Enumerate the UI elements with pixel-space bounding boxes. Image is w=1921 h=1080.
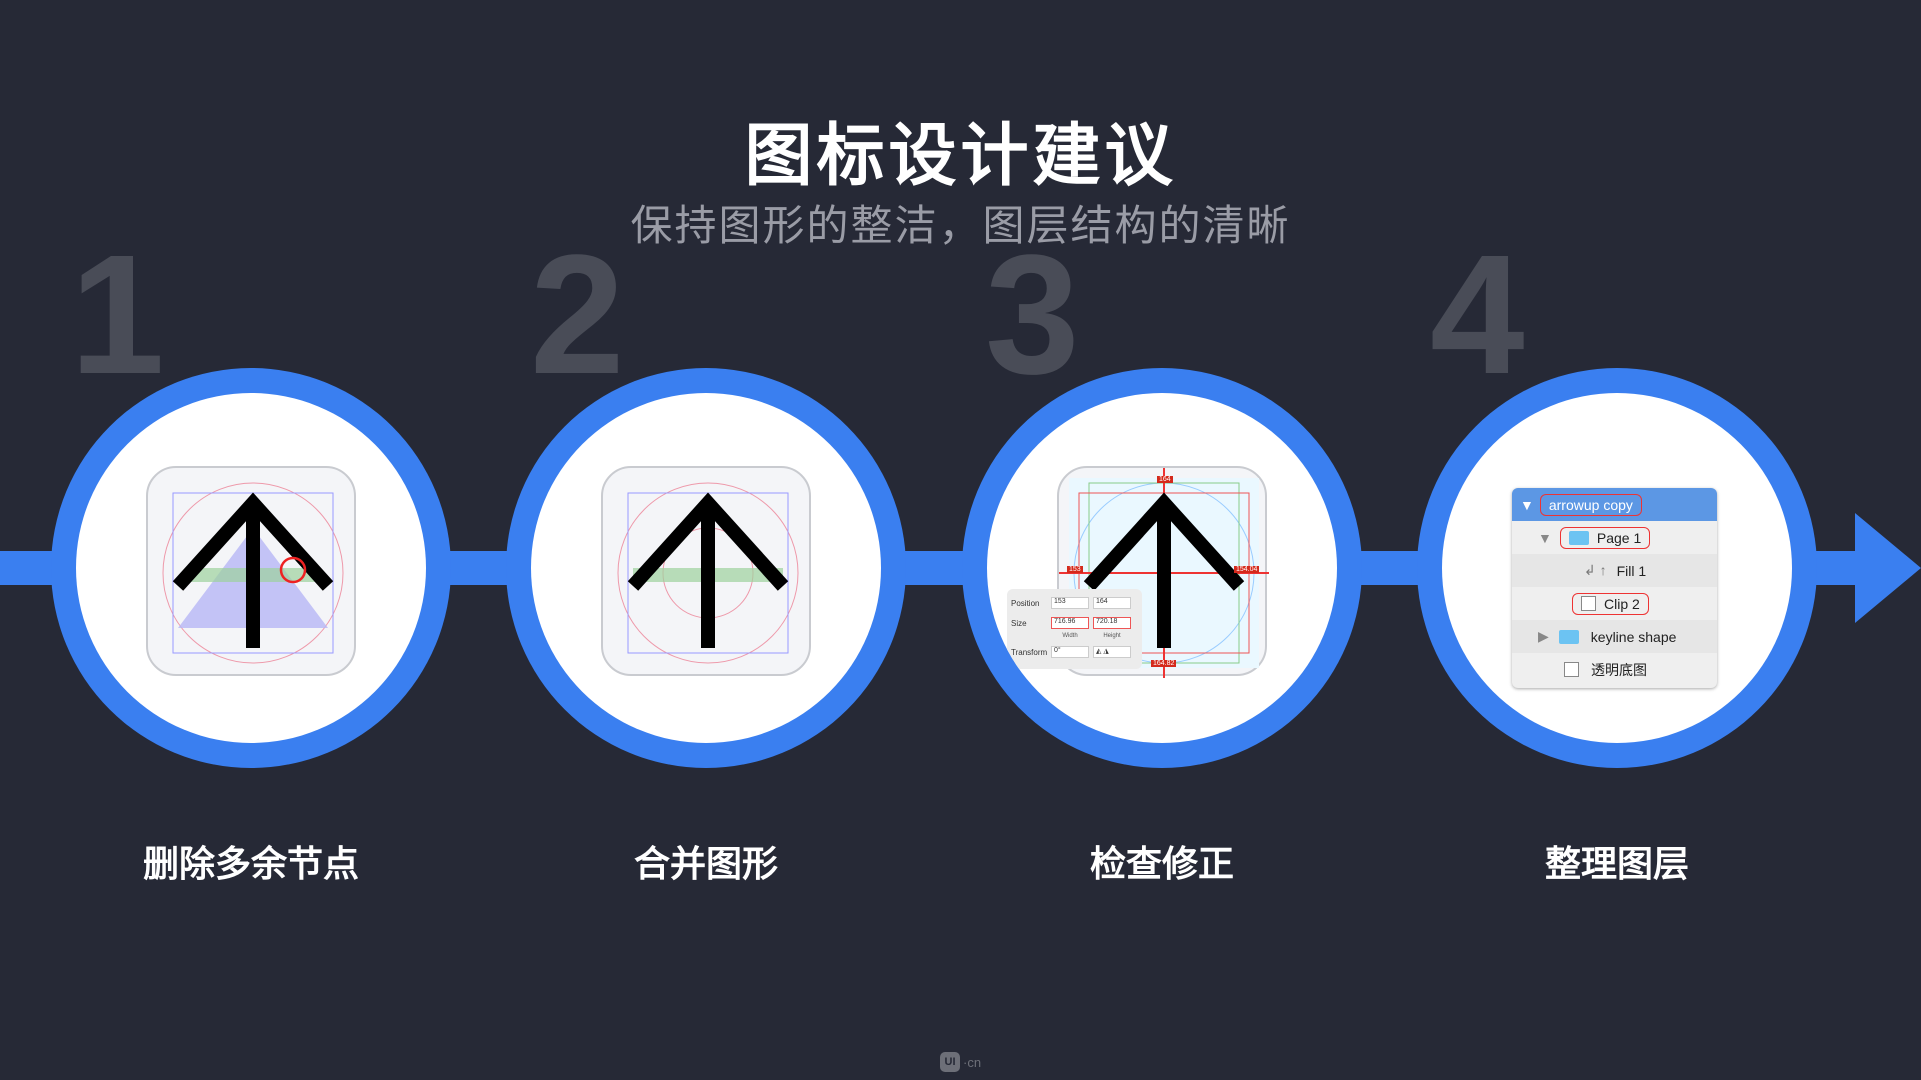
height-label: Height	[1103, 633, 1121, 639]
measure-top: 164	[1157, 476, 1173, 483]
step-number: 2	[530, 220, 625, 410]
inspector-panel: Position 153 164 Size 716.96 720.18 Width Hei…	[1007, 589, 1142, 669]
height-field[interactable]: 720.18	[1093, 617, 1131, 629]
shape-icon	[1581, 596, 1596, 611]
icon-preview	[146, 466, 356, 676]
layers-panel: ▼arrowup copy ▼Page 1 ↲ ↑Fill 1 Clip 2 ▶…	[1512, 488, 1717, 688]
arrow-up-icon	[617, 482, 799, 664]
step-circle-4: ▼arrowup copy ▼Page 1 ↲ ↑Fill 1 Clip 2 ▶…	[1417, 368, 1817, 768]
arrow-up-icon	[162, 482, 344, 664]
step-circle-2	[506, 368, 906, 768]
width-label: Width	[1062, 633, 1078, 639]
flip-buttons[interactable]: ◭ ◮	[1093, 646, 1131, 658]
page-subtitle: 保持图形的整洁，图层结构的清晰	[630, 202, 1291, 249]
icon-preview	[601, 466, 811, 676]
measure-right: 154.04	[1234, 566, 1260, 573]
step-circle-1	[51, 368, 451, 768]
layer-keyline[interactable]: ▶keyline shape	[1512, 620, 1717, 653]
layer-root[interactable]: ▼arrowup copy	[1512, 488, 1717, 521]
step-label: 合并图形	[633, 843, 778, 884]
layer-page[interactable]: ▼Page 1	[1512, 521, 1717, 554]
footer-logo: UI·cn	[940, 1052, 981, 1072]
size-label: Size	[1011, 618, 1027, 628]
step-number: 3	[985, 220, 1080, 410]
timeline-arrow-icon	[1855, 513, 1921, 623]
position-label: Position	[1011, 598, 1040, 608]
page-title: 图标设计建议	[744, 118, 1177, 194]
width-field[interactable]: 716.96	[1051, 617, 1089, 629]
step-label: 删除多余节点	[142, 843, 359, 884]
step-label: 整理图层	[1544, 843, 1689, 884]
layer-clip[interactable]: Clip 2	[1512, 587, 1717, 620]
step-number: 4	[1430, 220, 1525, 410]
logo-icon: UI	[940, 1052, 960, 1072]
layer-base[interactable]: 透明底图	[1512, 653, 1717, 686]
mask-arrow-icon: ↲ ↑	[1584, 562, 1607, 578]
step-label: 检查修正	[1089, 843, 1234, 884]
step-circle-3: 164 153 154.04 164.82 Position 153 164 Siz…	[962, 368, 1362, 768]
x-field[interactable]: 153	[1051, 597, 1089, 609]
y-field[interactable]: 164	[1093, 597, 1131, 609]
transform-label: Transform	[1011, 647, 1048, 657]
folder-icon	[1568, 530, 1589, 545]
step-number: 1	[70, 220, 165, 410]
measure-left: 153	[1067, 566, 1083, 573]
shape-icon	[1564, 662, 1579, 677]
folder-icon	[1558, 629, 1579, 644]
rotation-field[interactable]: 0°	[1051, 646, 1089, 658]
measure-bottom: 164.82	[1151, 660, 1177, 667]
layer-fill[interactable]: ↲ ↑Fill 1	[1512, 554, 1717, 587]
